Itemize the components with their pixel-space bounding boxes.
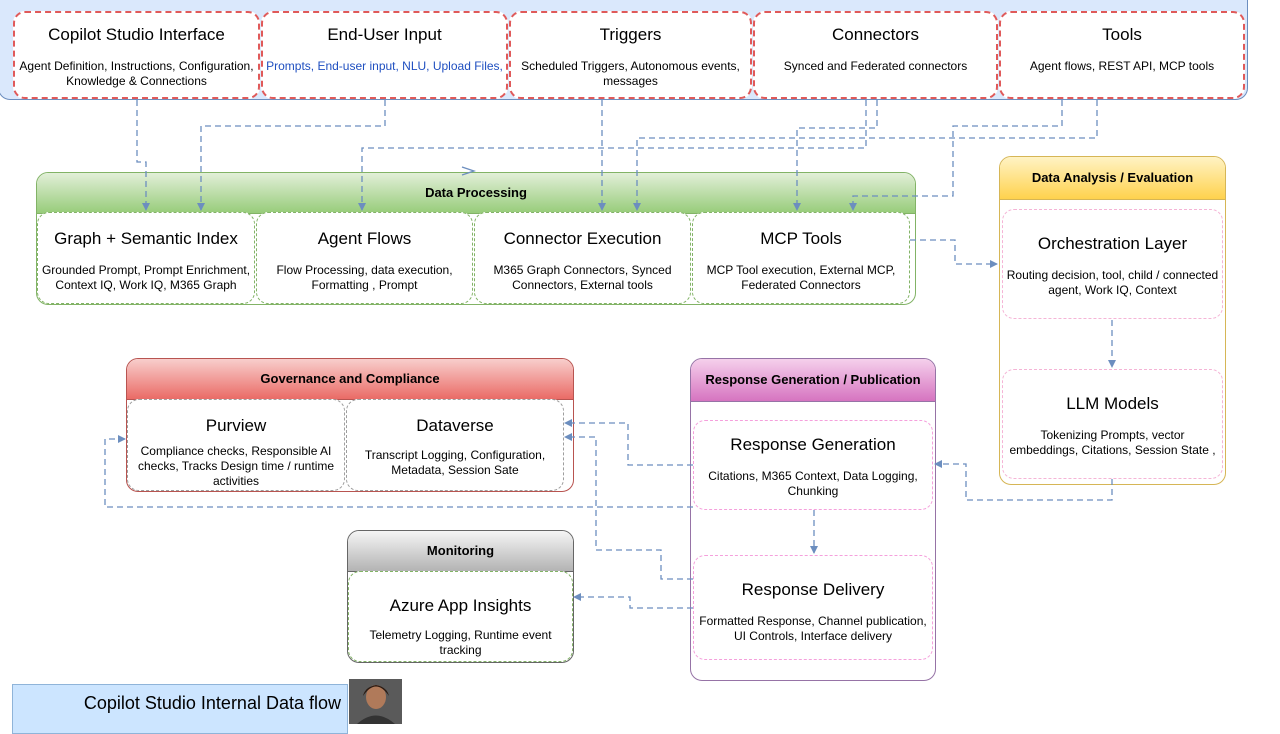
cell-desc: Citations, M365 Context, Data Logging, C… — [708, 469, 918, 498]
arrow-delivery-to-dataverse — [564, 433, 693, 580]
cell-desc: Tokenizing Prompts, vector embeddings, C… — [1009, 428, 1216, 457]
author-photo — [349, 679, 402, 724]
cell-title: Connector Execution — [503, 229, 662, 248]
arrow-mcp-to-orchestration — [910, 239, 998, 268]
cell-desc: Formatted Response, Channel publication,… — [699, 614, 927, 643]
cell-desc: Transcript Logging, Configuration, Metad… — [364, 448, 546, 477]
cell-purview: Purview Compliance checks, Responsible A… — [127, 399, 345, 491]
cell-title: LLM Models — [1066, 394, 1159, 413]
source-desc: Prompts, End-user input, NLU, Upload Fil… — [266, 59, 503, 73]
cell-response-delivery: Response Delivery Formatted Response, Ch… — [693, 555, 933, 660]
source-title: End-User Input — [327, 25, 442, 44]
arrow-tools-to-mcp — [849, 100, 1063, 211]
cell-title: Response Delivery — [741, 580, 885, 599]
cell-desc: Grounded Prompt, Prompt Enrichment, Cont… — [41, 263, 251, 292]
source-desc: Agent flows, REST API, MCP tools — [1029, 59, 1215, 73]
panel-header: Governance and Compliance — [127, 359, 573, 400]
cell-connector-execution: Connector Execution M365 Graph Connector… — [474, 212, 691, 304]
cell-title: Graph + Semantic Index — [54, 229, 238, 248]
source-copilot-studio-interface: Copilot Studio Interface Agent Definitio… — [13, 11, 260, 99]
source-title: Triggers — [599, 25, 662, 44]
cell-desc: MCP Tool execution, External MCP, Federa… — [706, 263, 896, 292]
cell-desc: Telemetry Logging, Runtime event trackin… — [369, 628, 552, 657]
cell-dataverse: Dataverse Transcript Logging, Configurat… — [346, 399, 564, 491]
panel-header: Data Analysis / Evaluation — [1000, 157, 1225, 200]
cell-agent-flows: Agent Flows Flow Processing, data execut… — [256, 212, 473, 304]
source-desc: Synced and Federated connectors — [783, 59, 968, 73]
cell-desc: M365 Graph Connectors, Synced Connectors… — [493, 263, 672, 292]
source-tools: Tools Agent flows, REST API, MCP tools — [999, 11, 1245, 99]
arrow-tools-to-connector-exec — [633, 100, 1098, 211]
panel-header: Response Generation / Publication — [691, 359, 935, 402]
arrow-delivery-to-monitoring — [573, 593, 693, 609]
panel-header: Monitoring — [348, 531, 573, 572]
arrow-generation-to-purview — [104, 435, 693, 508]
source-title: Copilot Studio Interface — [48, 25, 225, 44]
source-desc: Agent Definition, Instructions, Configur… — [19, 59, 254, 88]
cell-azure-app-insights: Azure App Insights Telemetry Logging, Ru… — [348, 571, 573, 662]
footer-title: Copilot Studio Internal Data flow — [83, 693, 341, 713]
source-end-user-input: End-User Input Prompts, End-user input, … — [261, 11, 508, 99]
arrow-connectors-to-agent-flows — [358, 100, 867, 211]
cell-response-generation: Response Generation Citations, M365 Cont… — [693, 420, 933, 510]
cell-title: Azure App Insights — [389, 596, 532, 615]
arrowhead-decorative — [461, 166, 477, 176]
cell-mcp-tools: MCP Tools MCP Tool execution, External M… — [692, 212, 910, 304]
cell-desc: Routing decision, tool, child / connecte… — [1006, 268, 1219, 297]
cell-title: Dataverse — [416, 416, 494, 435]
arrow-input-to-graph — [197, 100, 386, 211]
cell-graph-semantic-index: Graph + Semantic Index Grounded Prompt, … — [37, 212, 255, 304]
source-connectors: Connectors Synced and Federated connecto… — [753, 11, 998, 99]
cell-llm-models: LLM Models Tokenizing Prompts, vector em… — [1002, 369, 1223, 479]
author-photo-icon — [349, 679, 402, 724]
cell-title: MCP Tools — [760, 229, 842, 248]
cell-title: Purview — [205, 416, 267, 435]
arrow-connectors-to-mcp — [793, 100, 878, 211]
connector-arrows — [104, 100, 1116, 609]
cell-orchestration-layer: Orchestration Layer Routing decision, to… — [1002, 209, 1223, 319]
arrow-llm-to-response — [934, 460, 1113, 501]
source-triggers: Triggers Scheduled Triggers, Autonomous … — [509, 11, 752, 99]
arrow-generation-to-dataverse — [564, 419, 693, 466]
cell-title: Response Generation — [730, 435, 896, 454]
cell-desc: Flow Processing, data execution, Formatt… — [276, 263, 453, 292]
source-title: Connectors — [832, 25, 919, 44]
source-desc: Scheduled Triggers, Autonomous events, m… — [521, 59, 740, 88]
arrow-interface-to-graph — [136, 100, 150, 211]
cell-desc: Compliance checks, Responsible AI checks… — [137, 444, 335, 488]
panel-header: Data Processing — [37, 173, 915, 214]
cell-title: Orchestration Layer — [1037, 234, 1188, 253]
source-title: Tools — [1102, 25, 1142, 44]
cell-title: Agent Flows — [317, 229, 412, 248]
